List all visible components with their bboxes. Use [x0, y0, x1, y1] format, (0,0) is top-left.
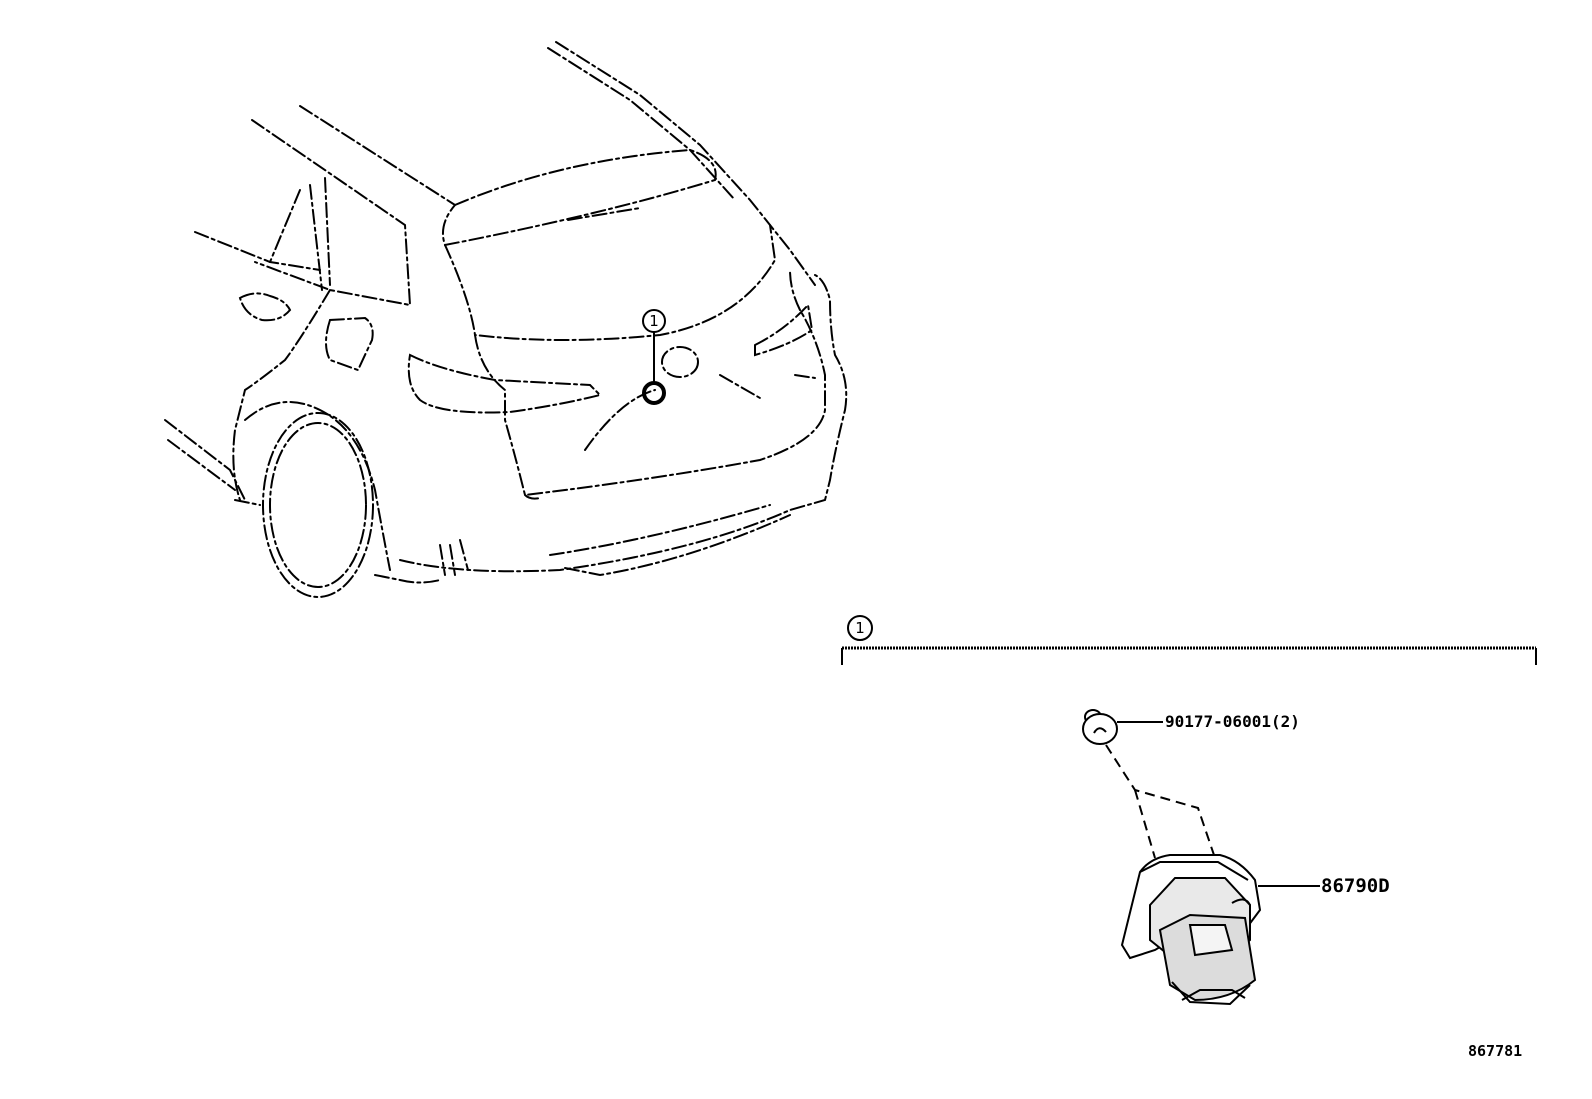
part-number-camera[interactable]: 86790D: [1321, 875, 1390, 897]
illustration-id: 867781: [1468, 1042, 1523, 1060]
assembly-bracket: [841, 615, 1537, 665]
vehicle-callout: [642, 309, 666, 405]
vehicle-outline: [164, 41, 848, 598]
bracket-callout-number: 1: [855, 619, 865, 637]
install-guide-lines: [1105, 744, 1216, 859]
part-number-screw[interactable]: 90177-06001(2): [1165, 712, 1300, 731]
screw-icon: [1082, 709, 1118, 745]
vehicle-callout-number: 1: [649, 312, 659, 330]
camera-icon: [1120, 854, 1262, 1006]
